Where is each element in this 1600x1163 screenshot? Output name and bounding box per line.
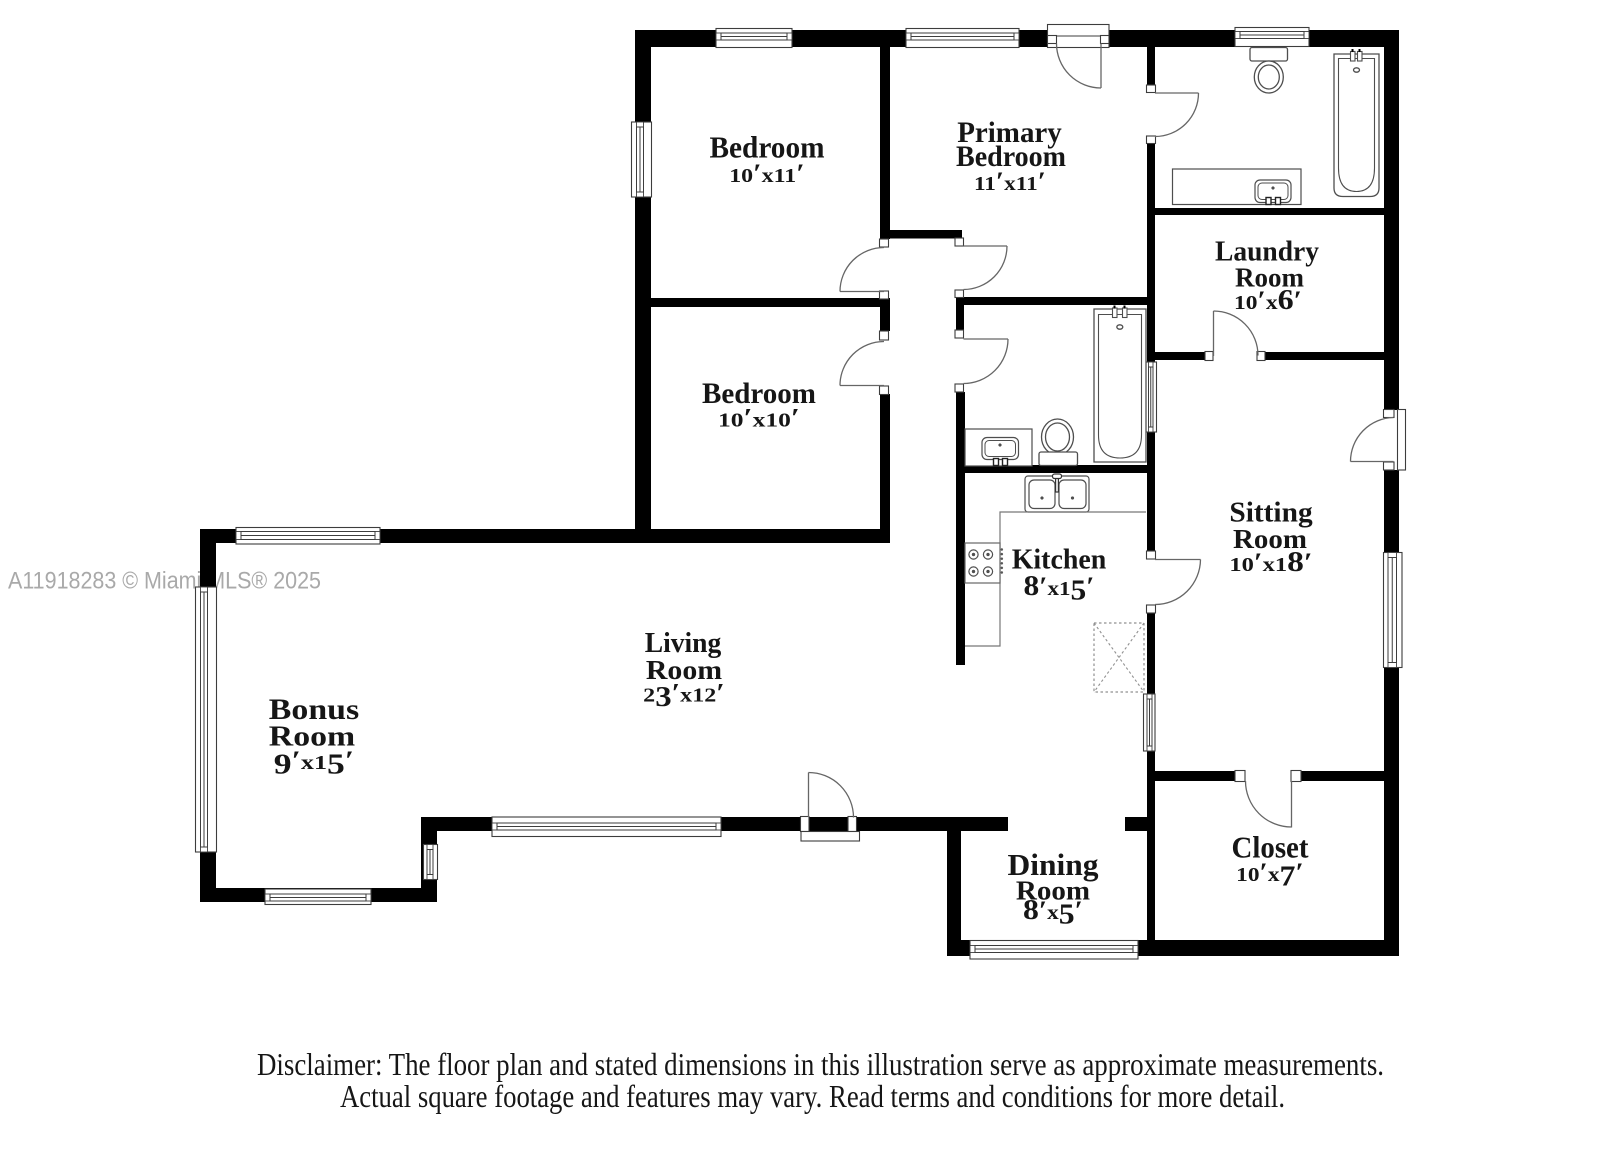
svg-text:Bonus: Bonus [269,694,359,726]
svg-text:Room: Room [1016,875,1090,906]
svg-text:Room: Room [1233,524,1308,554]
svg-text:Living: Living [645,628,722,659]
svg-text:Bedroom: Bedroom [956,140,1066,173]
svg-text:Room: Room [269,722,355,753]
svg-text:Bedroom: Bedroom [710,131,825,165]
svg-text:Sitting: Sitting [1229,498,1312,529]
svg-text:Room: Room [1235,263,1304,293]
svg-text:10′x10′: 10′x10′ [718,404,800,433]
svg-text:23′x12′: 23′x12′ [643,679,725,714]
svg-text:Room: Room [646,655,723,685]
svg-text:10′x7′: 10′x7′ [1236,858,1304,893]
svg-text:10′x6′: 10′x6′ [1234,285,1302,316]
svg-text:Closet: Closet [1232,830,1310,865]
svg-text:Bedroom: Bedroom [702,377,816,410]
svg-text:Dining: Dining [1008,848,1099,882]
svg-text:11′x11′: 11′x11′ [974,167,1046,196]
svg-text:Primary: Primary [957,117,1062,149]
svg-text:A11918283 © Miami MLS® 2025: A11918283 © Miami MLS® 2025 [8,568,321,595]
svg-text:10′x11′: 10′x11′ [729,159,805,188]
svg-text:Actual square footage and feat: Actual square footage and features may v… [340,1078,1285,1114]
svg-text:Kitchen: Kitchen [1012,545,1107,576]
svg-text:8′x5′: 8′x5′ [1023,895,1083,931]
svg-text:9′x15′: 9′x15′ [274,746,354,781]
svg-text:10′x18′: 10′x18′ [1229,547,1312,578]
svg-text:8′x15′: 8′x15′ [1024,571,1095,607]
svg-text:Laundry: Laundry [1215,237,1319,268]
svg-text:Disclaimer: The floor plan and: Disclaimer: The floor plan and stated di… [257,1046,1384,1082]
